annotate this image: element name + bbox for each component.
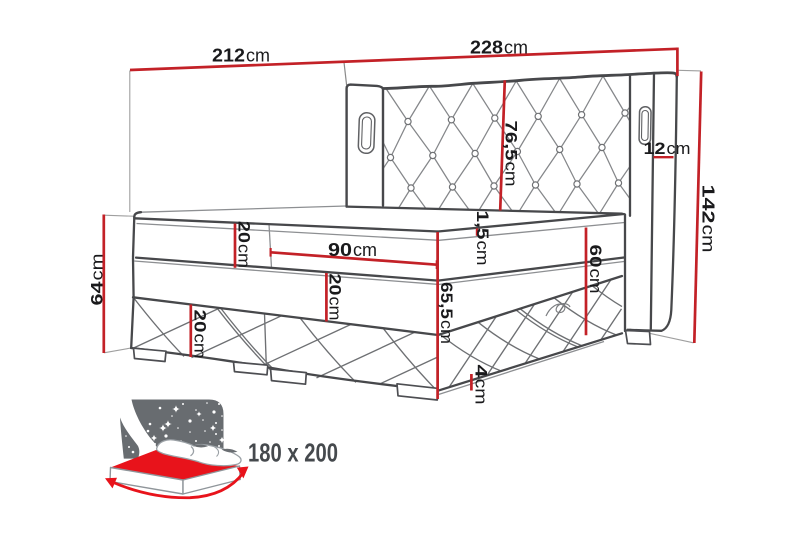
svg-text:cm: cm (246, 46, 270, 66)
svg-text:cm: cm (667, 139, 691, 158)
svg-text:cm: cm (326, 297, 345, 321)
svg-text:1,5: 1,5 (473, 211, 492, 240)
svg-text:cm: cm (437, 320, 456, 344)
svg-text:12: 12 (644, 139, 666, 158)
svg-text:20: 20 (235, 221, 254, 243)
svg-text:cm: cm (235, 244, 254, 268)
svg-text:cm: cm (353, 240, 377, 260)
svg-text:cm: cm (472, 379, 491, 405)
svg-text:cm: cm (191, 334, 210, 359)
svg-text:180 x 200: 180 x 200 (248, 438, 338, 468)
svg-text:212: 212 (212, 46, 245, 66)
svg-text:20: 20 (191, 310, 210, 333)
svg-text:cm: cm (586, 269, 605, 294)
svg-text:65,5: 65,5 (437, 282, 456, 319)
svg-text:64: 64 (88, 281, 107, 306)
svg-text:20: 20 (326, 274, 345, 296)
svg-text:228: 228 (470, 38, 503, 58)
svg-text:cm: cm (88, 254, 107, 281)
svg-text:4: 4 (472, 365, 491, 379)
svg-text:cm: cm (473, 241, 492, 266)
svg-text:cm: cm (502, 162, 521, 187)
svg-text:90: 90 (328, 240, 352, 260)
svg-text:cm: cm (699, 225, 719, 253)
svg-text:cm: cm (504, 38, 528, 58)
svg-text:142: 142 (699, 185, 719, 224)
svg-text:60: 60 (586, 245, 605, 268)
svg-text:76,5: 76,5 (502, 121, 521, 161)
